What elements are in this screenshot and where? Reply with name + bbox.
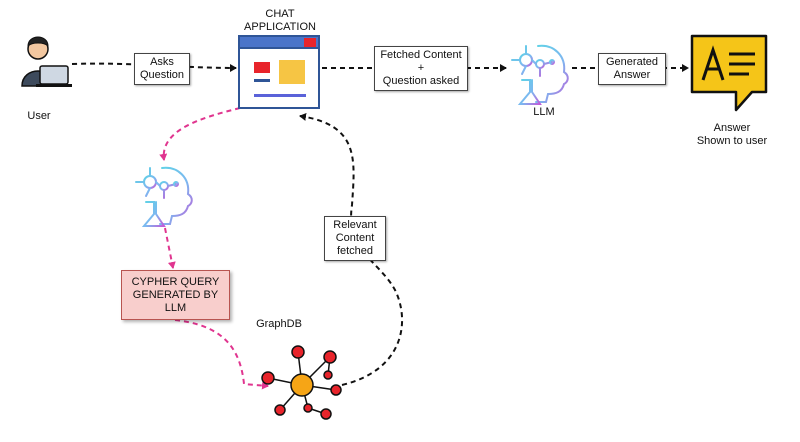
chat-app-label: CHAT APPLICATION	[244, 8, 316, 33]
edge-label-generated-answer: Generated Answer	[598, 53, 666, 85]
chat-window-icon	[238, 35, 320, 109]
llm-label: LLM	[533, 106, 555, 118]
edge-label-relevant-content: Relevant Content fetched	[324, 216, 386, 261]
ai-head-icon	[135, 166, 193, 227]
edge-graph-to-chat	[299, 112, 404, 386]
graph-network-icon	[261, 345, 342, 420]
ai-head-icon	[511, 44, 569, 105]
cypher-query-box: CYPHER QUERY GENERATED BY LLM	[121, 270, 230, 320]
user-label: User	[27, 110, 51, 122]
edge-label-fetched-content: Fetched Content + Question asked	[374, 46, 468, 91]
edge-query-to-graph	[174, 319, 269, 390]
answer-label: Answer Shown to user	[696, 122, 768, 147]
edge-chat-to-ai	[159, 107, 241, 161]
graphdb-label: GraphDB	[256, 318, 302, 330]
answer-bubble-icon	[690, 34, 768, 112]
edge-ai-to-query	[164, 227, 176, 269]
edge-label-asks-question: Asks Question	[134, 53, 190, 85]
user-icon	[21, 36, 72, 87]
